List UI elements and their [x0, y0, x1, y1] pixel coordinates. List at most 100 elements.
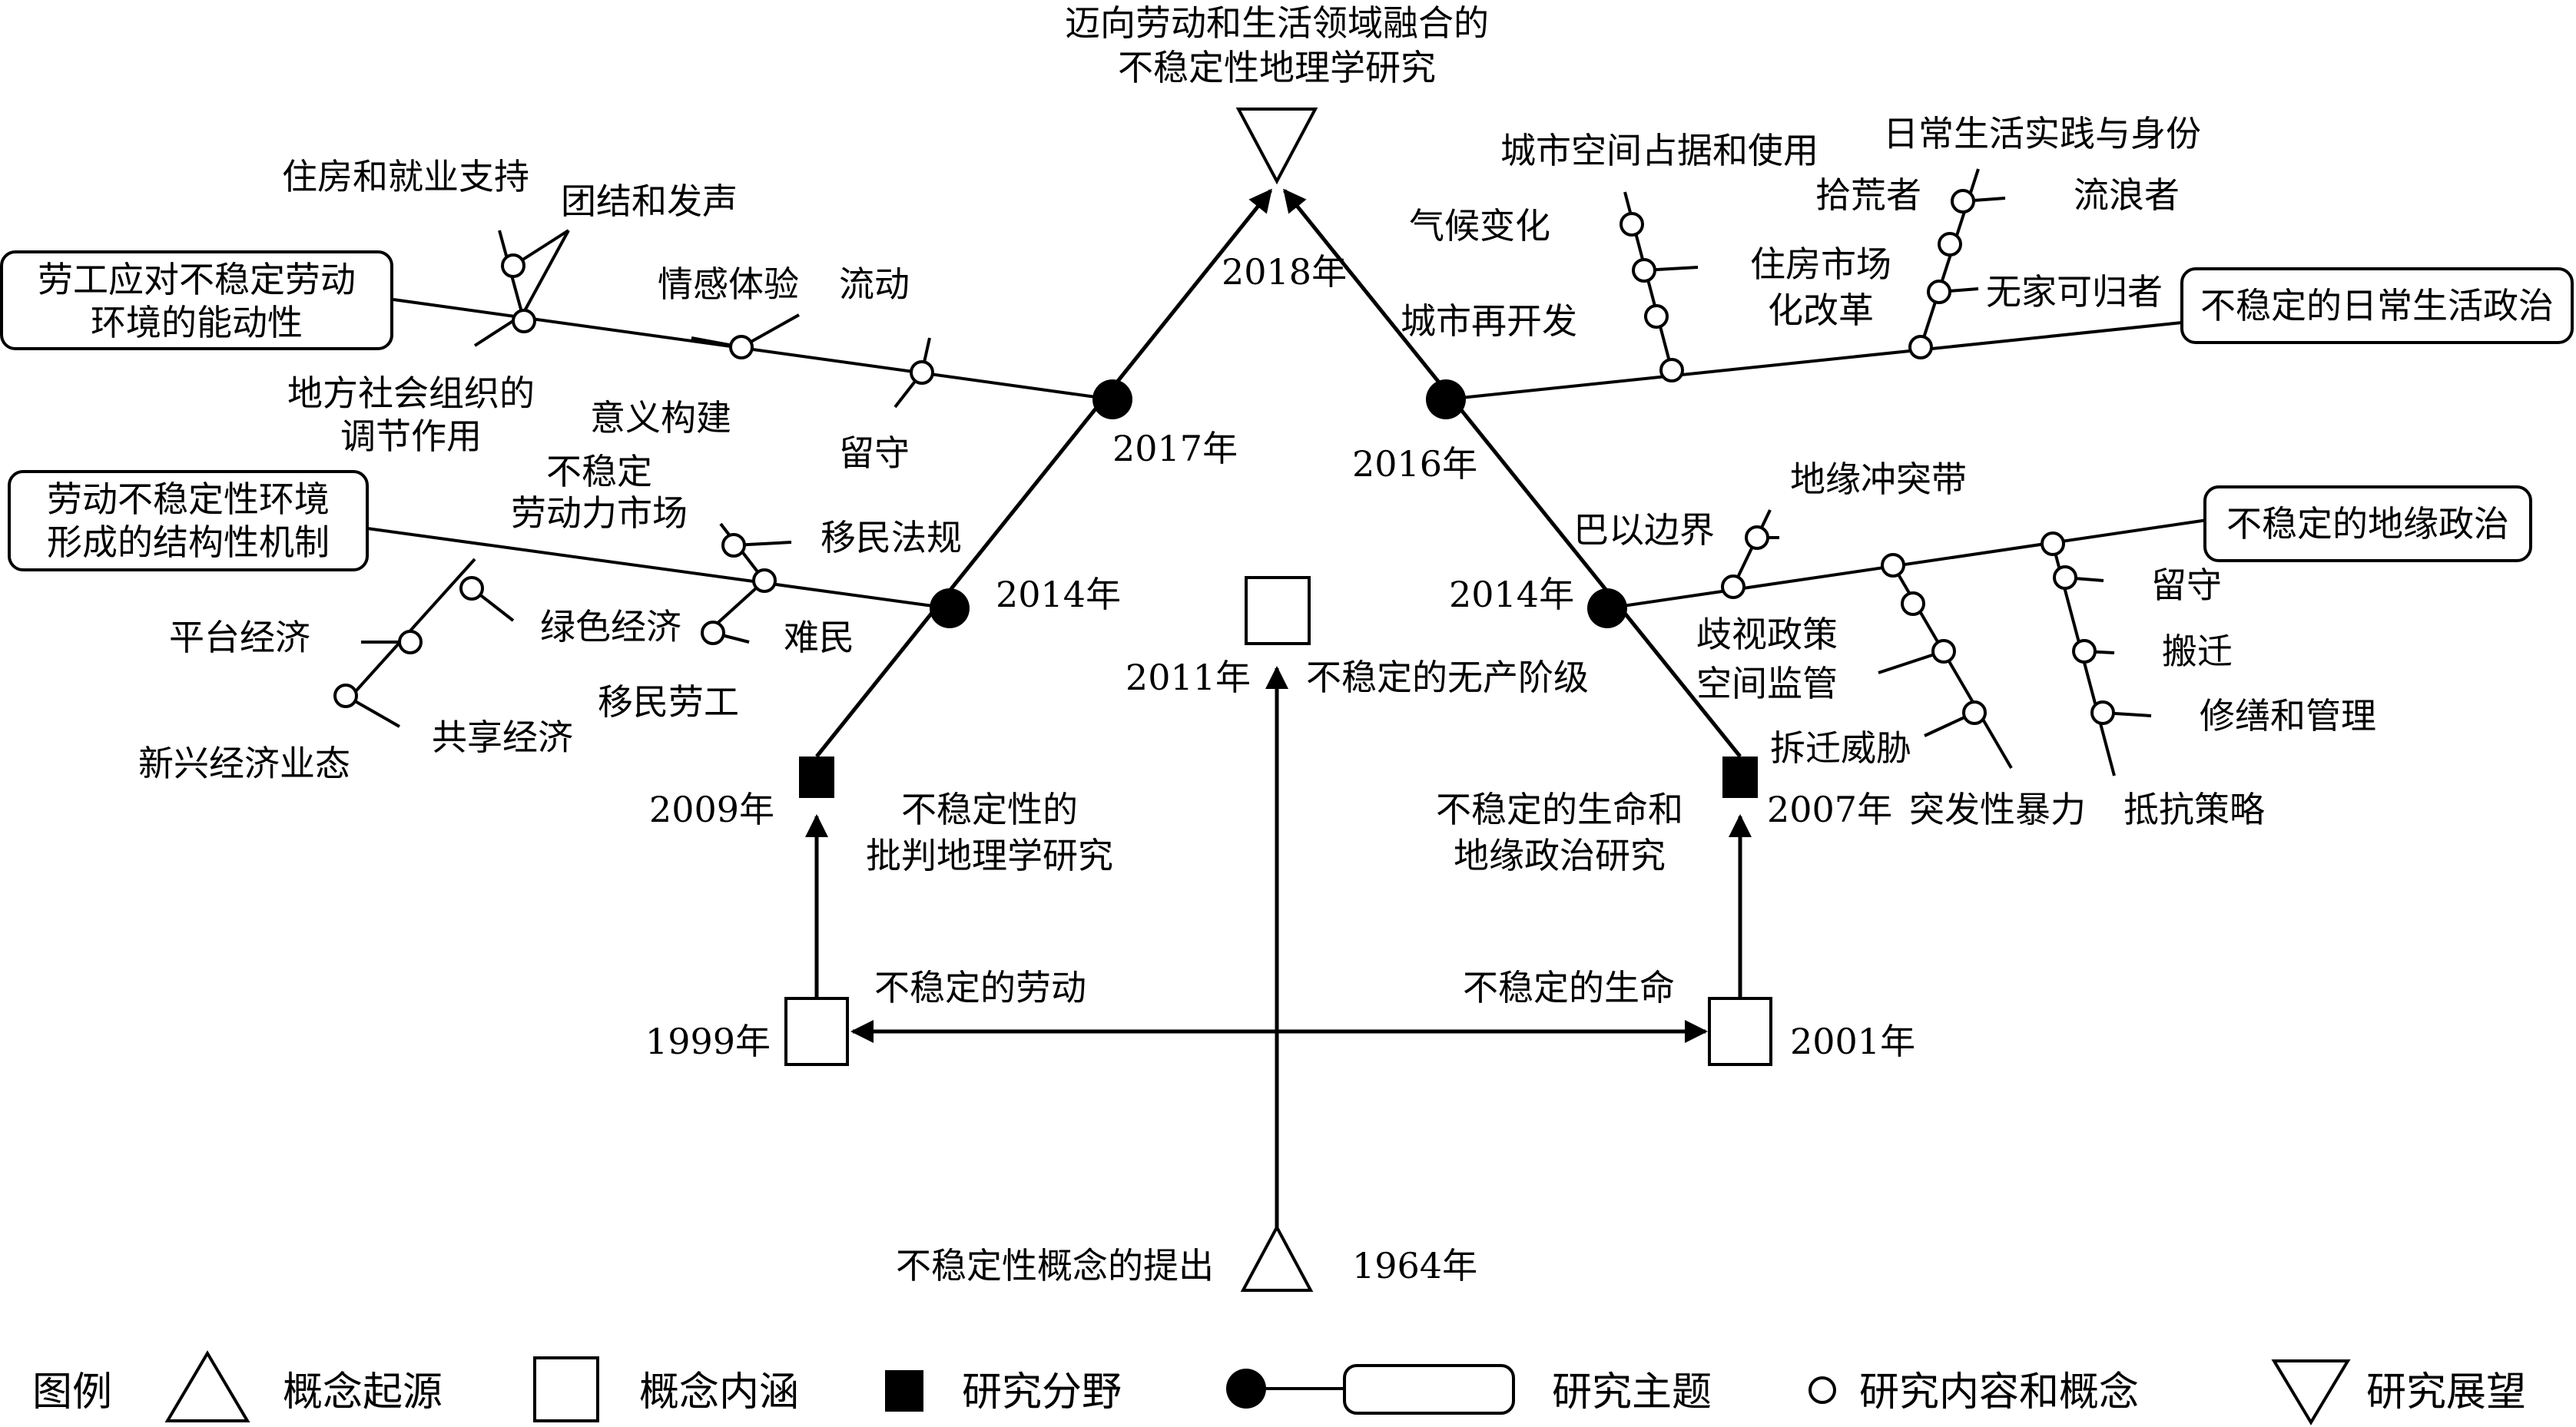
origin-year: 1964年 [1352, 1245, 1477, 1286]
concept-emerging: 新兴经济业态 [138, 743, 350, 784]
small-circle-icon [1927, 280, 1951, 304]
triangle-down-icon [2271, 1359, 2351, 1425]
concept-stay: 留守 [2151, 565, 2222, 606]
concept-discrimination: 歧视政策 [1696, 614, 1838, 655]
legend-title: 图例 [32, 1369, 112, 1415]
theme-dot [1426, 379, 1466, 419]
right-diagonal [1283, 188, 1742, 758]
theme-geo: 不稳定的地缘政治 巴以边界 地缘冲突带 歧视政策 空间监管 拆迁威胁 突发性暴力… [1573, 459, 2532, 830]
legend: 图例 概念起源 概念内涵 研究分野 研究主题 研究内容和概念 研究展望 [32, 1350, 2526, 1425]
small-circle-icon [2090, 700, 2115, 725]
concept-redevelopment: 城市再开发 [1401, 300, 1577, 342]
small-circle-icon [2072, 639, 2097, 664]
legend-label-concept: 概念内涵 [639, 1369, 799, 1415]
concept-demolition: 拆迁威胁 [1770, 727, 1911, 769]
field-critical: 2009年 不稳定性的 批判地理学研究 [649, 757, 1113, 876]
concept-proletariat-year: 2011年 [1126, 657, 1251, 698]
concept-proletariat: 2011年 不稳定的无产阶级 [1126, 576, 1589, 698]
small-circle-icon [1721, 574, 1746, 599]
concept-wanderer: 流浪者 [2074, 174, 2180, 216]
field-critical-year: 2009年 [649, 789, 774, 830]
small-circle-icon [729, 335, 754, 359]
square-outline-icon [784, 997, 849, 1066]
square-outline-icon [1708, 997, 1772, 1066]
main-structure [805, 188, 1752, 1227]
concept-scavenger: 拾荒者 [1815, 174, 1921, 216]
year-apex-2018: 2018年 [1222, 251, 1347, 293]
concept-refugee: 难民 [784, 617, 854, 658]
theme-agency-line1: 劳工应对不稳定劳动 [38, 259, 356, 300]
concept-sharing: 共享经济 [432, 717, 573, 758]
small-circle-icon [1644, 304, 1669, 329]
theme-structural-box [8, 470, 369, 571]
small-circle-icon [459, 576, 484, 601]
theme-agency-line2: 环境的能动性 [91, 302, 303, 343]
small-circle-icon [398, 630, 423, 654]
square-filled-icon [885, 1370, 923, 1412]
small-circle-icon [2053, 565, 2077, 590]
theme-dot [1587, 588, 1627, 628]
square-filled-icon [799, 757, 834, 798]
small-circle-icon [501, 253, 525, 278]
small-circle-icon [1938, 232, 1962, 257]
small-circle-icon [1632, 258, 1656, 283]
small-circle-icon [1809, 1376, 1836, 1404]
concept-social-org-l1: 地方社会组织的 [287, 372, 535, 414]
concept-repair: 修缮和管理 [2200, 695, 2376, 737]
concept-labor-year: 1999年 [645, 1021, 771, 1062]
left-diagonal [815, 188, 1272, 758]
prospect-label-line1: 迈向劳动和生活领域融合的 [1065, 2, 1489, 44]
field-critical-label-line1: 不稳定性的 [901, 789, 1078, 830]
small-circle-icon [1962, 700, 1987, 725]
theme-structural: 劳动不稳定性环境 形成的结构性机制 不稳定 劳动力市场 移民法规 平台经济 绿色… [8, 451, 970, 784]
small-circle-icon [1620, 212, 1644, 237]
small-circle-icon [701, 621, 725, 645]
legend-label-content: 研究内容和概念 [1859, 1369, 2139, 1415]
concept-daily-identity: 日常生活实践与身份 [1883, 113, 2201, 154]
concept-housing-employment: 住房和就业支持 [282, 156, 529, 197]
small-circle-icon [512, 309, 536, 333]
theme-geo-line1: 不稳定的地缘政治 [2226, 503, 2509, 545]
concept-solidarity: 团结和发声 [561, 180, 738, 222]
origin-label: 不稳定性概念的提出 [896, 1245, 1214, 1286]
field-geopolitics: 2007年 不稳定的生命和 地缘政治研究 [1436, 757, 1892, 876]
year-right-2016: 2016年 [1352, 443, 1477, 485]
small-circle-icon [2041, 531, 2065, 556]
concept-platform: 平台经济 [169, 617, 310, 658]
year-left-2014: 2014年 [996, 574, 1121, 615]
theme-agency: 劳工应对不稳定劳动 环境的能动性 住房和就业支持 团结和发声 地方社会组织的 调… [0, 156, 1132, 474]
theme-structural-line1: 劳动不稳定性环境 [47, 478, 330, 520]
concept-housing-market-l1: 住房市场 [1750, 243, 1891, 285]
square-outline-icon [1245, 576, 1311, 645]
year-right-2014: 2014年 [1449, 574, 1574, 615]
theme-dot [1092, 379, 1132, 419]
field-geopolitics-label-line1: 不稳定的生命和 [1436, 789, 1683, 830]
field-geopolitics-label-line2: 地缘政治研究 [1454, 835, 1666, 876]
concept-homeless: 无家可归者 [1986, 271, 2163, 313]
concept-relocation: 搬迁 [2162, 631, 2233, 672]
concept-migrant-worker: 移民劳工 [598, 681, 739, 723]
small-circle-icon [1881, 553, 1905, 578]
theme-dot [930, 588, 970, 628]
field-critical-label-line2: 批判地理学研究 [866, 835, 1113, 876]
concept-proletariat-label: 不稳定的无产阶级 [1306, 657, 1589, 698]
concept-violence: 突发性暴力 [1909, 789, 2086, 830]
legend-label-prospect: 研究展望 [2366, 1369, 2526, 1415]
triangle-up-icon [164, 1350, 250, 1422]
small-circle-icon [1659, 358, 1684, 382]
theme-geo-box [2203, 485, 2532, 562]
prospect-label-line2: 不稳定性地理学研究 [1118, 47, 1436, 88]
concept-emotion: 情感体验 [658, 263, 799, 305]
year-left-2017: 2017年 [1112, 428, 1238, 469]
theme-agency-box [0, 250, 393, 350]
concept-labor-market-l2: 劳动力市场 [511, 492, 688, 534]
square-filled-icon [1722, 757, 1758, 798]
legend-label-field: 研究分野 [962, 1369, 1122, 1415]
theme-daily-line1: 不稳定的日常生活政治 [2200, 285, 2554, 326]
small-circle-icon [1901, 591, 1925, 616]
concept-surveillance: 空间监管 [1696, 663, 1838, 704]
concept-labor-market-l1: 不稳定 [546, 451, 652, 492]
concept-left-behind: 留守 [839, 432, 910, 474]
small-circle-icon [1951, 189, 1975, 214]
